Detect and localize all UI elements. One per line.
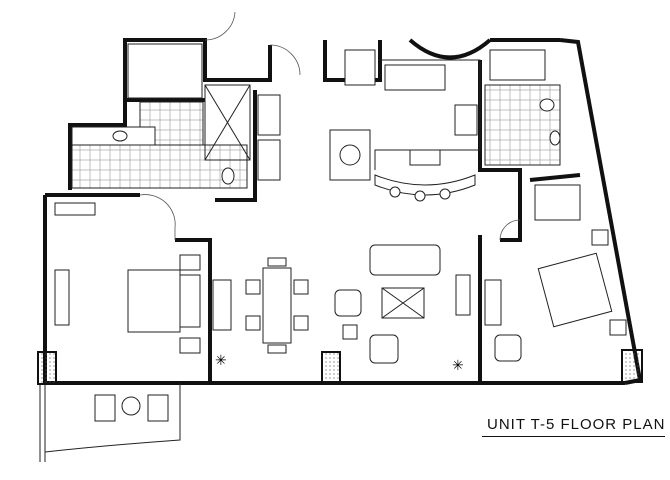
counter <box>384 64 446 91</box>
doors <box>139 11 521 241</box>
dining-area: ✳ <box>215 257 309 369</box>
armchair <box>334 289 362 317</box>
bathroom-1 <box>71 84 251 189</box>
plant-icon: ✳ <box>452 359 464 374</box>
tv-console <box>54 269 70 326</box>
columns <box>37 349 643 385</box>
closets <box>127 43 581 221</box>
bed <box>127 269 181 333</box>
armchair <box>494 334 522 362</box>
sink <box>112 130 128 142</box>
balcony-chair <box>94 394 116 422</box>
toilet <box>539 98 555 112</box>
sink <box>549 130 561 146</box>
bathroom-2 <box>484 49 561 166</box>
bed <box>537 252 613 328</box>
bathtub <box>489 49 546 81</box>
balcony <box>39 383 181 462</box>
sofa <box>369 244 441 276</box>
toilet <box>221 167 235 185</box>
dresser <box>54 202 96 216</box>
balcony-chair <box>147 394 169 422</box>
kitchen <box>329 49 481 202</box>
title-underline <box>482 436 665 437</box>
armchair <box>369 334 399 364</box>
kitchen-sink <box>409 149 441 166</box>
shower <box>204 84 251 161</box>
tv-console <box>455 274 471 316</box>
bedroom-1 <box>54 202 232 354</box>
floor-plan-title: UNIT T-5 FLOOR PLAN <box>487 416 666 433</box>
plant-icon: ✳ <box>215 354 227 369</box>
bedroom-2 <box>484 229 627 362</box>
balcony-table <box>121 396 141 416</box>
range <box>454 104 478 136</box>
living-area: ✳ <box>334 244 471 374</box>
dining-table <box>262 267 292 344</box>
